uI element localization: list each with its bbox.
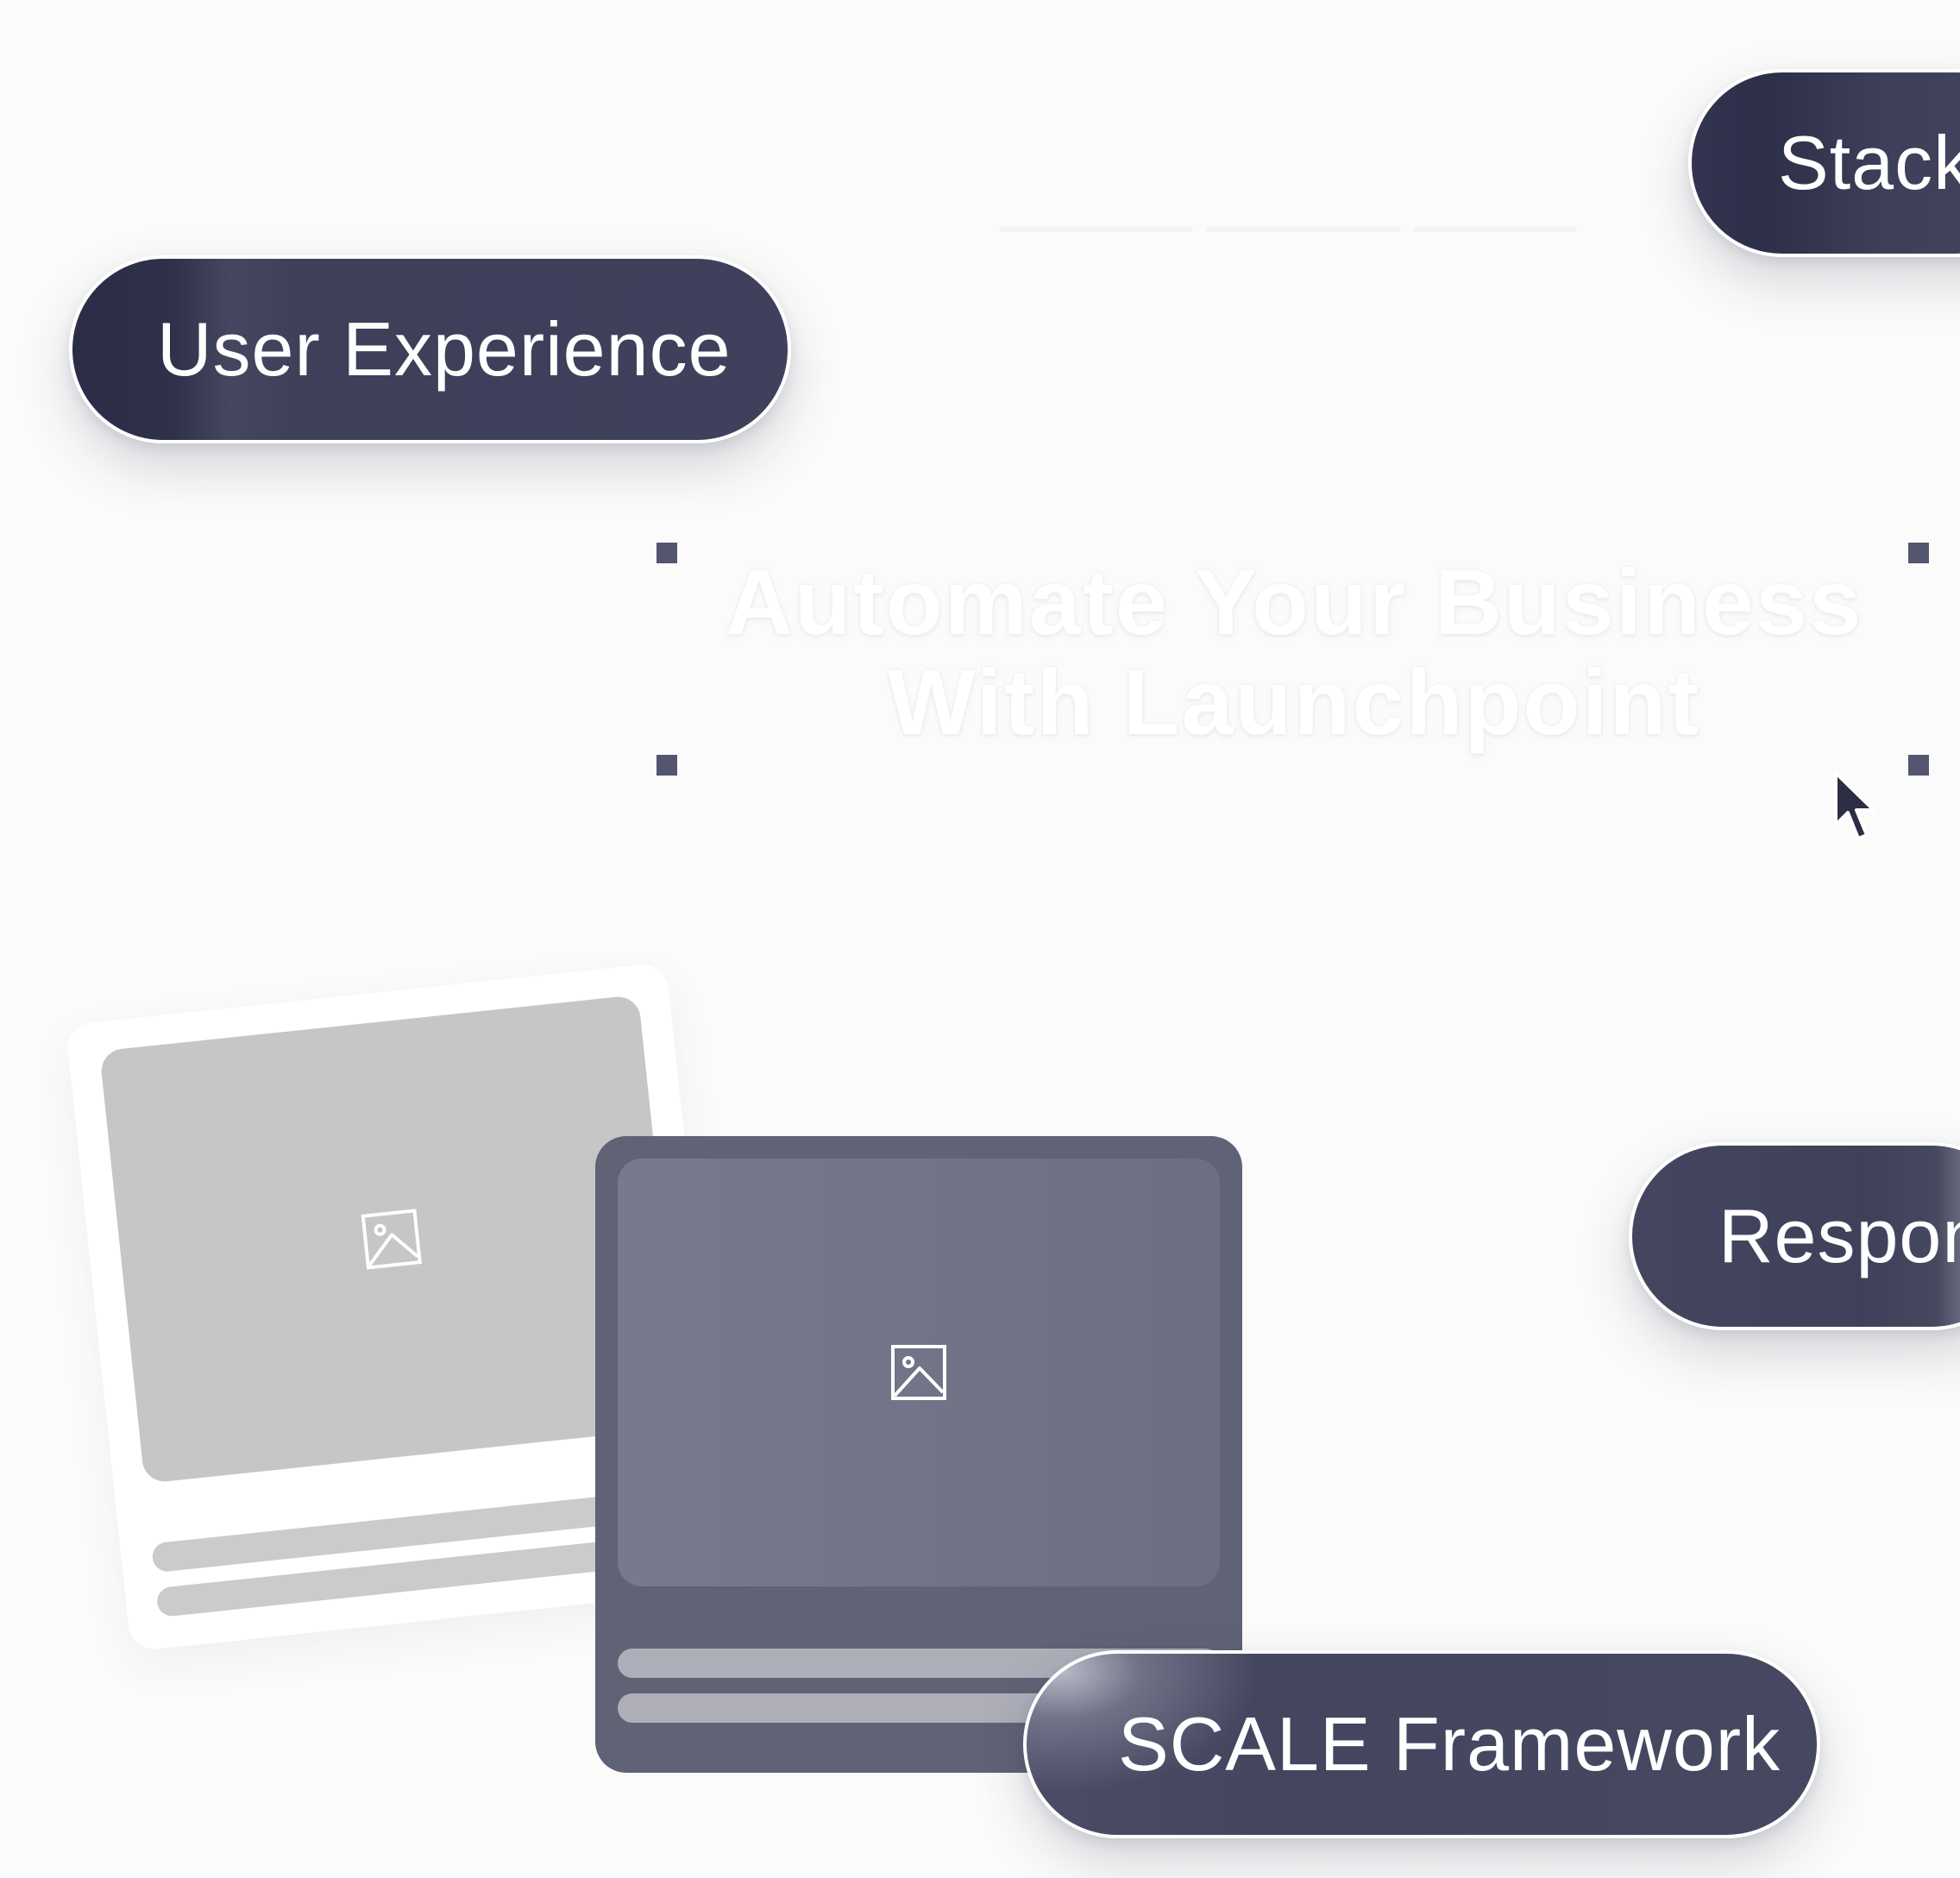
tag-stack[interactable]: Stack [1688, 69, 1960, 257]
tag-scale-framework[interactable]: SCALE Framework [1023, 1650, 1820, 1838]
selection-handle-bottom-right[interactable] [1908, 755, 1929, 776]
selection-handle-top-left[interactable] [656, 543, 677, 563]
tag-stack-label: Stack [1778, 120, 1960, 205]
image-placeholder-icon [891, 1345, 946, 1400]
tag-user-experience-label: User Experience [157, 306, 732, 392]
card-front-image-placeholder [618, 1159, 1220, 1586]
selection-handle-bottom-left[interactable] [656, 755, 677, 776]
divider-line [1206, 227, 1400, 232]
divider-line [1413, 227, 1577, 232]
hero-headline[interactable]: Automate Your Business With Launchpoint [656, 552, 1932, 752]
divider-line [999, 227, 1193, 232]
tag-respon[interactable]: Respon [1629, 1142, 1960, 1330]
mouse-pointer-icon [1834, 771, 1875, 840]
selection-handle-top-right[interactable] [1908, 543, 1929, 563]
hero-headline-line1: Automate Your Business [725, 550, 1863, 654]
hero-headline-line2: With Launchpoint [887, 650, 1701, 754]
image-card-back[interactable] [65, 962, 732, 1652]
tag-user-experience[interactable]: User Experience [69, 255, 791, 443]
card-back-image-placeholder [99, 994, 684, 1484]
tag-scale-framework-label: SCALE Framework [1118, 1701, 1781, 1787]
image-placeholder-icon [361, 1209, 422, 1270]
tag-respon-label: Respon [1718, 1193, 1960, 1278]
